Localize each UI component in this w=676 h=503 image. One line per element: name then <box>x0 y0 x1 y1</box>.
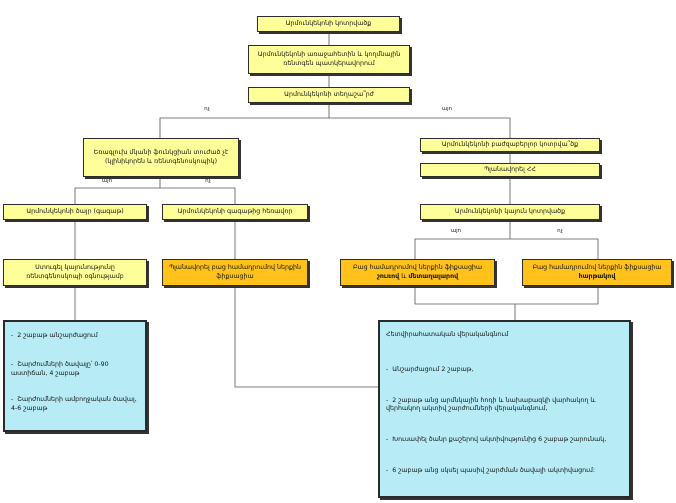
orif-pin-text: Բաց համադրումով ներքին ֆիքսացիա <box>352 264 483 271</box>
rehab-item: - 2 շաբաթ անց արմնկային հոդի և նախաբազկի… <box>386 396 596 413</box>
node-comminuted: Արմունկեկոնի բաժզաբերլոր կոտրվա՞ծք <box>420 138 600 152</box>
link-n4-split <box>74 177 161 204</box>
label-yes-3: այո <box>450 228 462 234</box>
label-no-2: ոչ <box>205 178 211 184</box>
left-protocol-item: - Շարժումների ծավալը՝ 0-90 աստիճան, 4 շա… <box>11 360 109 377</box>
rehab-item: - 6 շաբաթ անց սկսել պասիվ շարժման ծավալի… <box>386 467 595 475</box>
orif-wire-bold: մետաղալարով <box>408 272 459 280</box>
link-n11-right <box>234 286 378 388</box>
node-fracture: Արմունկեկոնի կոտրվածք <box>257 16 400 32</box>
node-triceps: Եռագլուխ մկանի ֆունկցիան տուժած չէ (կլին… <box>83 138 239 177</box>
orif-plate-text: Բաց համադրումով ներքին ֆիքսացիա <box>532 264 662 271</box>
orif-plate-bold: հարթակով <box>578 272 616 280</box>
rehab-title: Հետվիրահատական վերականգնում <box>386 331 509 338</box>
left-protocol-item: - Շարժումների ամբողջական ծավալ, 4-6 շաբա… <box>11 396 137 413</box>
label-no-1: ոչ <box>204 106 210 112</box>
rehab-item: - Խուսափել ծանր քաշերով ակտիվությունից 6… <box>386 436 607 444</box>
node-displacement: Արմունկեկոնի տեղաշա՞րժ <box>248 87 410 103</box>
rehab-item: - Անշարժացում 2 շաբաթ, <box>386 365 474 373</box>
rehab-protocol-box: Հետվիրահատական վերականգնում - Անշարժացու… <box>378 320 631 498</box>
node-orif-plate: Բաց համադրումով ներքին ֆիքսացիա հարթակով <box>522 259 672 286</box>
link-n9-split <box>414 220 511 259</box>
link-n12-right <box>414 286 516 320</box>
orif-pin-bold: շուռով <box>376 272 400 280</box>
label-yes-1: այո <box>441 106 453 112</box>
left-protocol-item: - 2 շաբաթ անշարժացում <box>11 332 98 339</box>
node-plan-ct: Պլանավորել ՀՀ <box>420 163 600 177</box>
node-plan-orif: Պլանավորել բաց համադրումով ներքին ֆիքսաց… <box>162 259 308 286</box>
link-n3-right <box>329 117 511 138</box>
node-check-stability: Ստուգել կայունությունը ռենտգենոսկոպի օգն… <box>3 259 147 286</box>
node-orif-pin-wire: Բաց համադրումով ներքին ֆիքսացիա շուռով և… <box>340 259 495 286</box>
left-protocol-box: - 2 շաբաթ անշարժացում - Շարժումների ծավա… <box>3 320 147 432</box>
link-n9-right <box>510 238 599 259</box>
node-distal: Արմունկեկոնի գագաթից հեռավոր <box>162 204 308 220</box>
node-tip: Արմունկեկոնի ծայր (գագաթ) <box>3 204 147 220</box>
link-n4-right <box>160 187 236 204</box>
link-n3-split <box>159 103 330 138</box>
label-yes-2: այո <box>101 178 113 184</box>
orif-and-text: և <box>399 272 409 280</box>
label-no-3: ոչ <box>557 228 563 234</box>
node-stable: Արմունկեկոնի կայուն կոտրվածք <box>420 204 600 220</box>
node-xray: Արմունկեկոնի առաջահետին և կողմնային ռենտ… <box>248 45 410 74</box>
link-n13-right <box>515 286 599 305</box>
